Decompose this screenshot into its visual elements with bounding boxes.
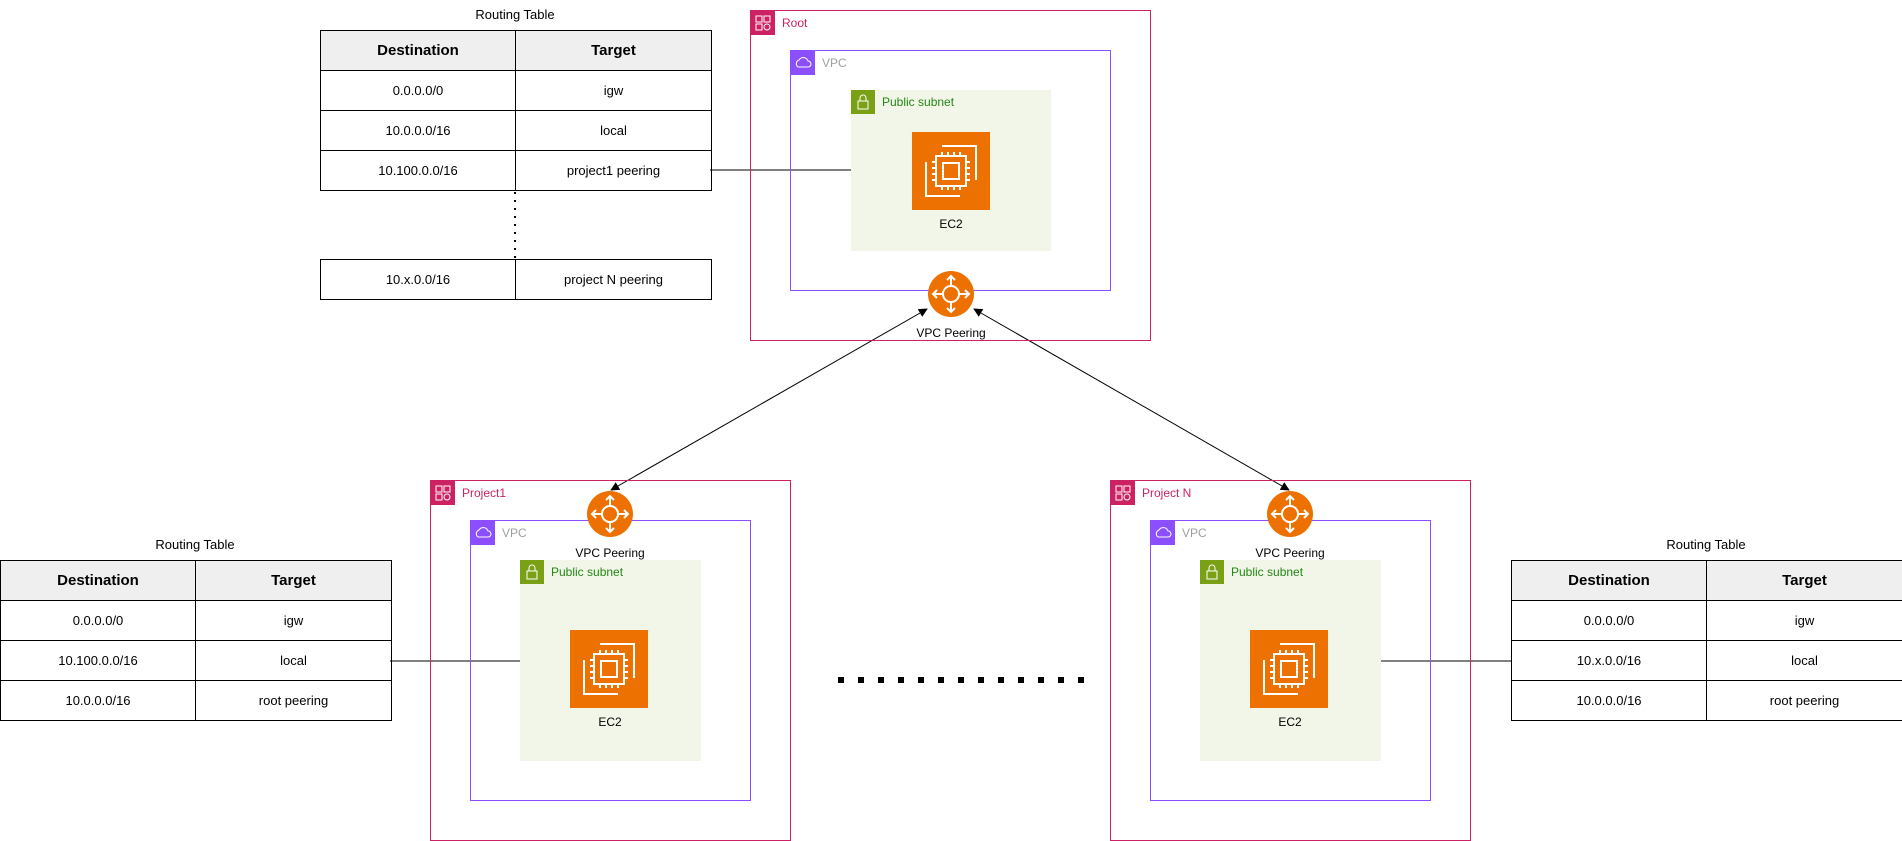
root-account-group: Root — [750, 10, 1151, 341]
root-routing-table: Destination Target 0.0.0.0/0 igw 10.0.0.… — [320, 30, 712, 191]
vpc-label: VPC — [822, 56, 847, 70]
project1-routing-table: Destination Target 0.0.0.0/0 igw 10.100.… — [0, 560, 392, 721]
table-cell: root peering — [1706, 680, 1902, 721]
table-cell: 10.x.0.0/16 — [1511, 640, 1707, 681]
subnet-label: Public subnet — [882, 95, 955, 109]
table-cell: 10.0.0.0/16 — [320, 110, 516, 151]
table-header-cell: Destination — [320, 30, 516, 71]
vpc-label: VPC — [502, 526, 527, 540]
table-header-cell: Target — [515, 30, 712, 71]
projectN-routing-table: Destination Target 0.0.0.0/0 igw 10.x.0.… — [1511, 560, 1902, 721]
account-label: Project1 — [462, 486, 507, 500]
table-cell: 10.100.0.0/16 — [0, 640, 196, 681]
root-ec2-chip-icon — [912, 132, 990, 210]
table-row: 0.0.0.0/0 igw — [0, 600, 392, 641]
account-icon — [1111, 481, 1135, 505]
table-row: 10.0.0.0/16 root peering — [0, 680, 392, 721]
table-cell: igw — [1706, 600, 1902, 641]
table-cell: project N peering — [515, 259, 712, 300]
ec2-label: EC2 — [598, 715, 622, 729]
table-cell: 10.0.0.0/16 — [0, 680, 196, 721]
projectN-vpc-peering-icon — [1267, 491, 1313, 537]
vpc-label: VPC — [1182, 526, 1207, 540]
vpc-cloud-icon — [471, 521, 495, 545]
table-cell: local — [515, 110, 712, 151]
root-table-caption: Routing Table — [475, 7, 555, 22]
subnet-label: Public subnet — [551, 565, 624, 579]
table-header-cell: Target — [1706, 560, 1902, 601]
table-cell: 10.100.0.0/16 — [320, 150, 516, 191]
project1-vpc-peering-icon — [587, 491, 633, 537]
table-header-cell: Destination — [0, 560, 196, 601]
table-row: 0.0.0.0/0 igw — [1511, 600, 1902, 641]
table-header-cell: Target — [195, 560, 392, 601]
peering-label: VPC Peering — [1255, 546, 1325, 560]
table-cell: 0.0.0.0/0 — [0, 600, 196, 641]
table-cell: root peering — [195, 680, 392, 721]
vpc-cloud-icon — [1151, 521, 1175, 545]
table-cell: igw — [515, 70, 712, 111]
lock-icon — [520, 560, 544, 584]
table-cell: local — [195, 640, 392, 681]
table-header-row: Destination Target — [1511, 560, 1902, 601]
table-row: 10.100.0.0/16 project1 peering — [320, 150, 712, 191]
table-row: 10.0.0.0/16 root peering — [1511, 680, 1902, 721]
root-projectN-peering-arrow — [973, 308, 1290, 491]
ec2-label: EC2 — [1278, 715, 1302, 729]
table-cell: local — [1706, 640, 1902, 681]
projectN-ec2-chip-icon — [1250, 630, 1328, 708]
table-header-row: Destination Target — [0, 560, 392, 601]
account-icon — [431, 481, 455, 505]
table-header-row: Destination Target — [320, 30, 712, 71]
table-row: 10.100.0.0/16 local — [0, 640, 392, 681]
table-header-cell: Destination — [1511, 560, 1707, 601]
table-row: 0.0.0.0/0 igw — [320, 70, 712, 111]
peering-label: VPC Peering — [575, 546, 645, 560]
table-row: 10.x.0.0/16 local — [1511, 640, 1902, 681]
table-cell: 0.0.0.0/0 — [320, 70, 516, 111]
peering-label: VPC Peering — [916, 326, 986, 340]
vpc-cloud-icon — [791, 51, 815, 75]
table-cell: 0.0.0.0/0 — [1511, 600, 1707, 641]
root-project1-peering-arrow — [610, 308, 928, 491]
table-cell: project1 peering — [515, 150, 712, 191]
account-icon — [751, 11, 775, 35]
root-vpc-peering-icon — [928, 271, 974, 317]
table-cell: 10.0.0.0/16 — [1511, 680, 1707, 721]
table-row: 10.0.0.0/16 local — [320, 110, 712, 151]
project1-ec2-chip-icon — [570, 630, 648, 708]
table-cell: 10.x.0.0/16 — [320, 259, 516, 300]
projectN-vpc-group: VPC — [1150, 520, 1431, 801]
lock-icon — [851, 90, 875, 114]
table-row: 10.x.0.0/16 project N peering — [320, 259, 712, 300]
account-label: Root — [782, 16, 808, 30]
ec2-label: EC2 — [939, 217, 963, 231]
account-label: Project N — [1142, 486, 1192, 500]
projectN-table-caption: Routing Table — [1666, 537, 1746, 552]
lock-icon — [1200, 560, 1224, 584]
root-routing-table-extra: 10.x.0.0/16 project N peering — [320, 259, 712, 300]
project1-table-caption: Routing Table — [155, 537, 235, 552]
table-cell: igw — [195, 600, 392, 641]
subnet-label: Public subnet — [1231, 565, 1304, 579]
